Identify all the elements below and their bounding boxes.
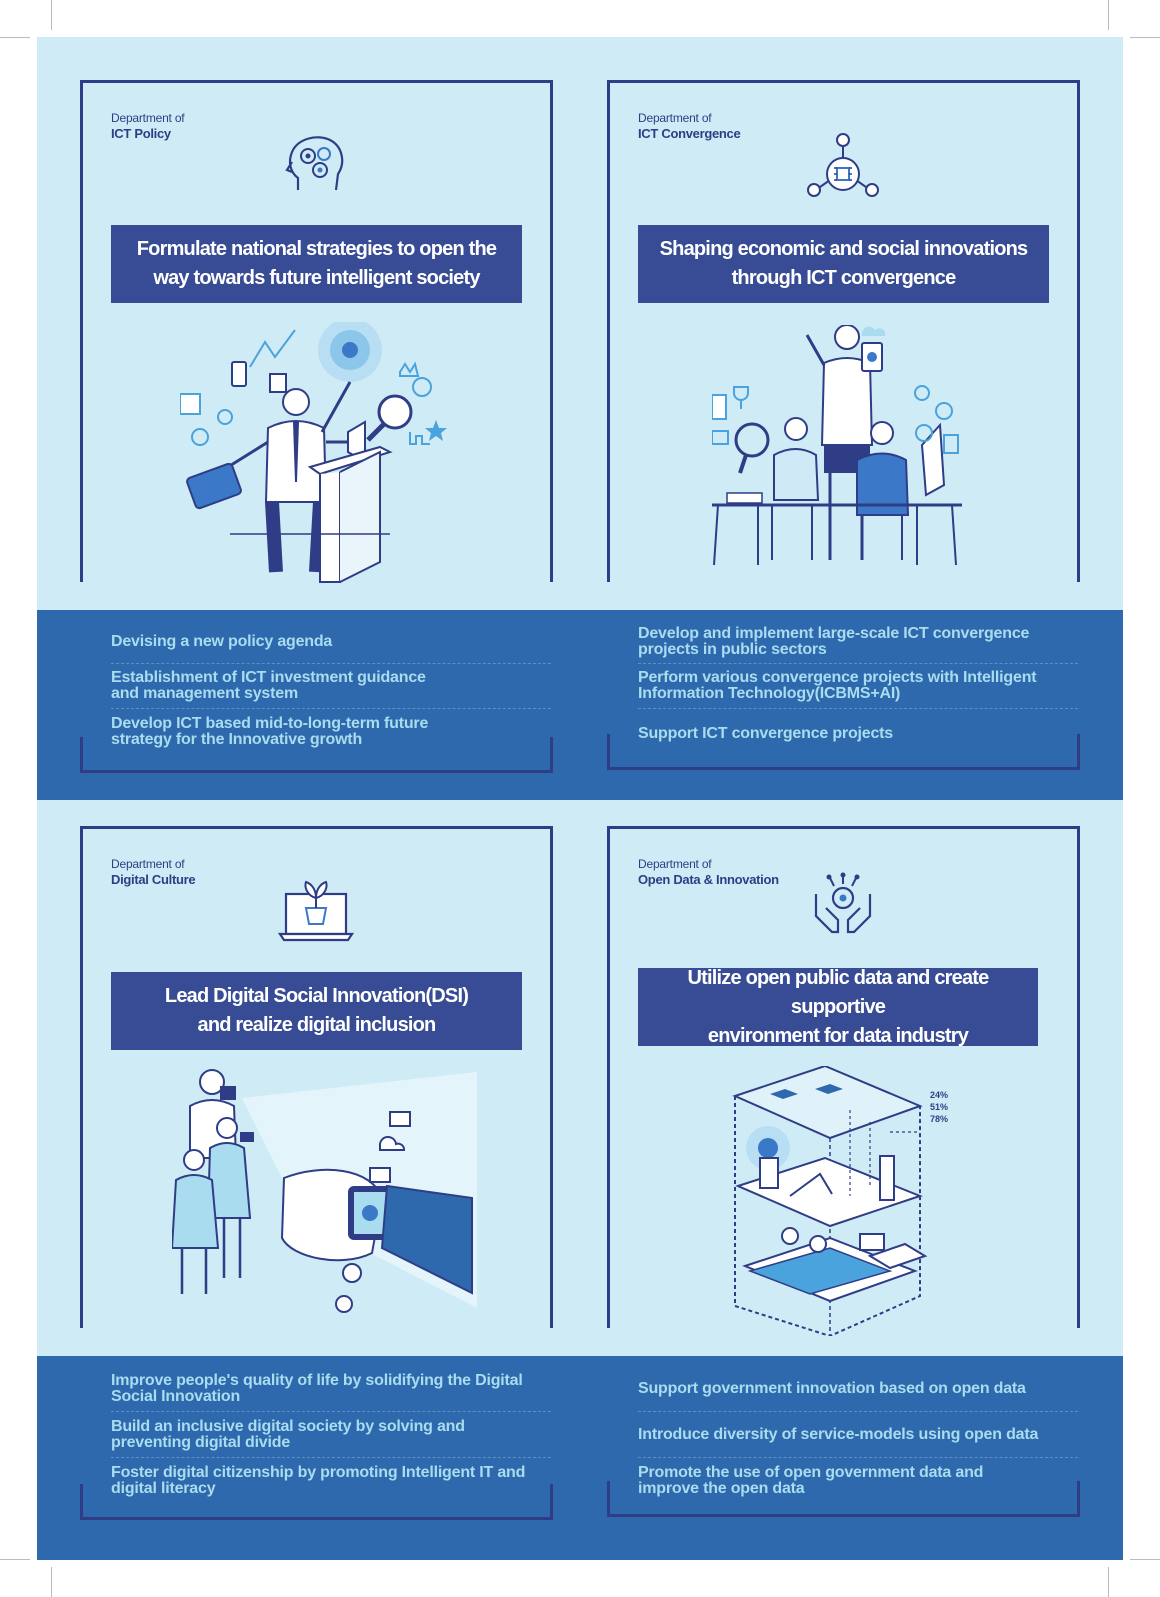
policy-speaker-illustration [180, 322, 447, 583]
task-divider [638, 663, 1078, 664]
upper-panel-background [37, 37, 1123, 610]
department-prefix: Department of [638, 857, 712, 871]
crop-mark [1130, 37, 1160, 38]
task-item: Introduce diversity of service-models us… [638, 1426, 1039, 1443]
task-item: Support ICT convergence projects [638, 725, 893, 742]
panel-headline: Lead Digital Social Innovation(DSI) and r… [111, 972, 522, 1050]
chart-percentage-label: 78% [930, 1114, 948, 1124]
crop-mark [51, 1567, 52, 1597]
headline-line: Shaping economic and social innovations [659, 238, 1029, 260]
task-bracket [607, 734, 1080, 770]
department-prefix: Department of [638, 111, 712, 125]
task-item: Develop and implement large-scale ICT co… [638, 625, 1030, 658]
chart-percentage-label: 24% [930, 1090, 948, 1100]
crop-mark [1108, 0, 1109, 30]
department-name: ICT Convergence [638, 126, 741, 141]
crop-mark [1130, 1559, 1160, 1560]
department-name: Open Data & Innovation [638, 872, 779, 887]
brain-gears-icon [285, 136, 344, 191]
task-bracket [607, 1481, 1080, 1517]
task-divider [638, 708, 1078, 709]
task-item: Establishment of ICT investment guidance… [111, 669, 426, 702]
panel-frame [80, 80, 553, 582]
task-divider [111, 663, 551, 664]
panel-headline: Formulate national strategies to open th… [111, 225, 522, 303]
headline-line: through ICT convergence [731, 267, 957, 289]
task-item: Perform various convergence projects wit… [638, 669, 1037, 702]
headline-line: Utilize open public data and create supp… [687, 966, 990, 1018]
hands-gear-icon [814, 872, 872, 934]
panel-headline: Utilize open public data and create supp… [638, 966, 1038, 1047]
task-item: Develop ICT based mid-to-long-term futur… [111, 715, 429, 748]
department-name: Digital Culture [111, 872, 196, 887]
task-divider [638, 1457, 1078, 1458]
chart-percentage-label: 51% [930, 1102, 948, 1112]
family-smartwatch-illustration [172, 1069, 477, 1313]
lower-task-band [37, 1356, 1123, 1560]
task-item: Build an inclusive digital society by so… [111, 1418, 465, 1451]
task-divider [111, 1457, 551, 1458]
headline-line: and realize digital inclusion [197, 1014, 437, 1036]
team-collaboration-illustration [712, 325, 962, 566]
department-prefix: Department of [111, 111, 185, 125]
task-item: Support government innovation based on o… [638, 1380, 1026, 1397]
task-item: Promote the use of open government data … [638, 1464, 984, 1497]
department-prefix: Department of [111, 857, 185, 871]
department-name: ICT Policy [111, 126, 171, 141]
task-divider [111, 708, 551, 709]
panel-frame [607, 826, 1080, 1328]
headline-line: Formulate national strategies to open th… [136, 238, 497, 260]
task-item: Foster digital citizenship by promoting … [111, 1464, 526, 1497]
task-item: Improve people's quality of life by soli… [111, 1372, 523, 1405]
crop-mark [1108, 1567, 1109, 1597]
task-bracket [80, 1484, 553, 1520]
panel-frame [607, 80, 1080, 582]
crop-mark [0, 37, 30, 38]
headline-line: way towards future intelligent society [153, 267, 480, 289]
data-building-illustration: 24% 51% 78% [732, 1066, 948, 1336]
headline-line: Lead Digital Social Innovation(DSI) [164, 985, 469, 1007]
panel-headline: Shaping economic and social innovations t… [638, 225, 1049, 303]
crop-mark [51, 0, 52, 30]
panel-frame [80, 826, 553, 1328]
task-divider [638, 1411, 1078, 1412]
crop-mark [0, 1559, 30, 1560]
laptop-plant-icon [278, 880, 354, 942]
task-divider [111, 1411, 551, 1412]
chip-network-icon [807, 133, 879, 197]
task-bracket [80, 737, 553, 773]
task-item: Devising a new policy agenda [111, 633, 333, 650]
headline-line: environment for data industry [707, 1024, 969, 1047]
